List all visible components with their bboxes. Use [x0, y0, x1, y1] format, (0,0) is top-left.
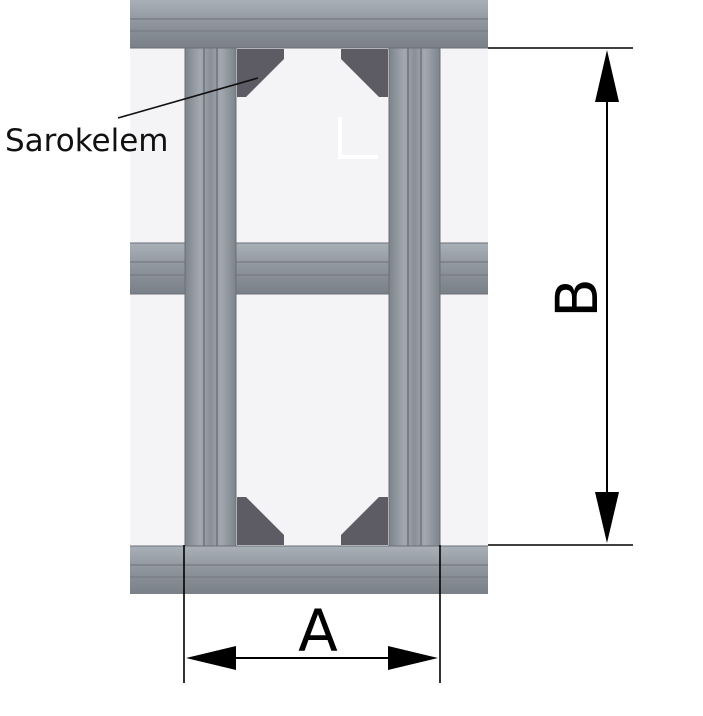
dimension-a-arrow-left [186, 646, 236, 670]
dimension-b: B [488, 47, 633, 546]
corner-gusset-bottom-left [237, 497, 284, 545]
bottom-profile [130, 545, 488, 594]
corner-gusset-top-left [237, 49, 284, 97]
corner-gusset-top-right [341, 49, 388, 97]
corner-element-leader-line [117, 77, 259, 119]
top-profile [130, 0, 488, 49]
left-upright-profile [184, 48, 237, 546]
dimension-b-arrow-top [595, 50, 619, 102]
right-upright-profile [388, 48, 441, 546]
panel-corner-mark [338, 117, 378, 159]
corner-gusset-bottom-right [341, 497, 388, 545]
dimension-b-arrow-bottom [595, 492, 619, 543]
corner-element-label: Sarokelem [5, 123, 169, 159]
dimension-a: A [183, 545, 441, 683]
dimension-a-arrow-right [388, 646, 438, 670]
dimension-a-label: A [298, 597, 338, 665]
dimension-b-label: B [543, 278, 611, 318]
